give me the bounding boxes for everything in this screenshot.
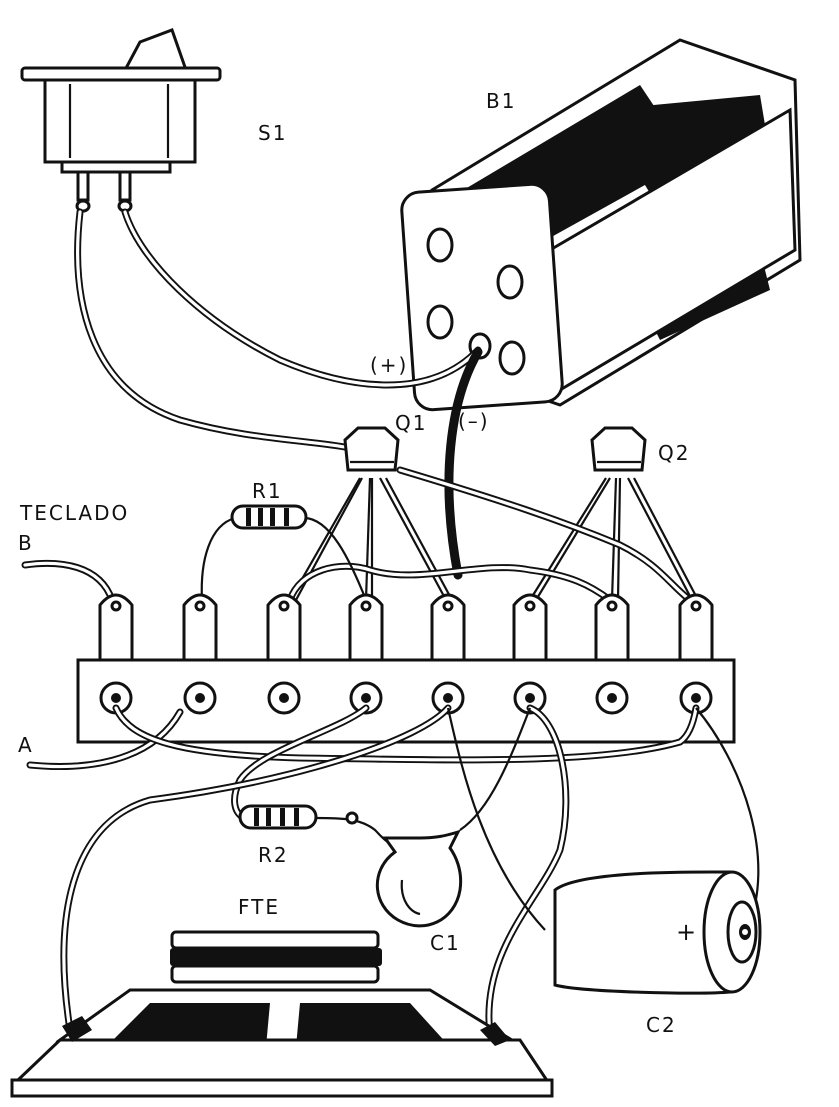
label-r2: R2 [258, 843, 289, 867]
label-minus: (–) [458, 409, 490, 433]
battery-holder-b1 [400, 38, 802, 412]
wires-bottom [26, 704, 760, 1039]
transistor-q2 [529, 426, 699, 601]
wire-q1-q2 [396, 466, 694, 604]
label-b1: B1 [486, 89, 516, 113]
label-r1: R1 [252, 479, 283, 503]
label-c1: C1 [430, 931, 461, 955]
label-a: A [18, 733, 34, 757]
speaker-fte [10, 930, 554, 1098]
label-plus: (+) [370, 353, 408, 377]
resistor-r1 [200, 504, 368, 601]
label-s1: S1 [258, 121, 287, 145]
capacitor-c1 [375, 829, 463, 928]
label-b: B [18, 531, 34, 555]
switch-s1 [20, 28, 222, 213]
labels: S1 B1 (+) (–) Q1 Q2 R1 TECLADO B A R2 C1… [18, 89, 698, 1037]
terminal-strip [76, 593, 736, 744]
resistor-r2 [238, 804, 389, 843]
label-q1: Q1 [395, 411, 427, 435]
capacitor-c2 [553, 870, 762, 995]
wires-top [74, 208, 483, 580]
label-teclado: TECLADO [19, 501, 129, 525]
label-fte: FTE [238, 895, 280, 919]
label-c2: C2 [646, 1013, 677, 1037]
label-q2: Q2 [658, 441, 690, 465]
transistor-q1 [289, 426, 453, 601]
label-c2-plus: + [676, 918, 698, 946]
